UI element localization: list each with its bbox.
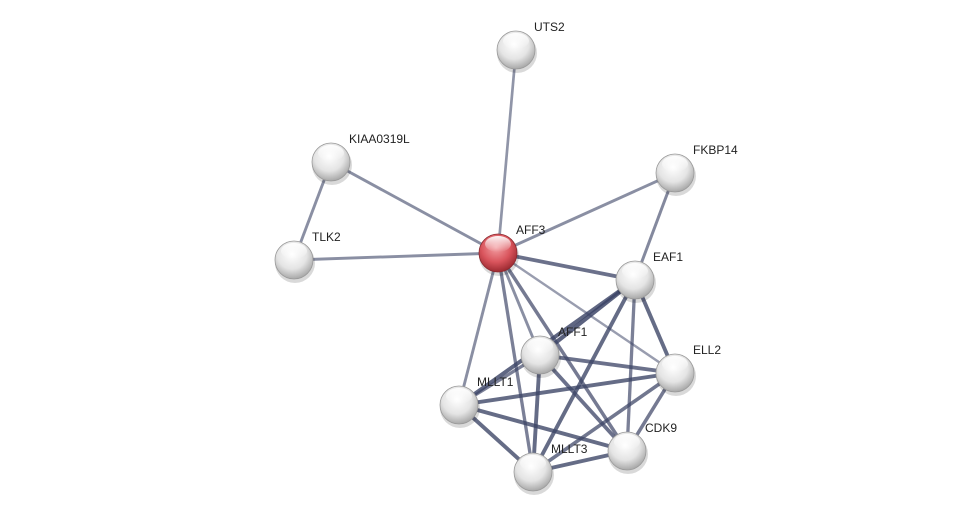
edge-aff1-mllt3[interactable] xyxy=(531,354,542,473)
node-label: ELL2 xyxy=(693,343,721,357)
edge-aff3-kiaa0319l[interactable] xyxy=(330,160,499,255)
edge-aff3-fkbp14[interactable] xyxy=(497,171,676,255)
edge-eaf1-mllt3[interactable] xyxy=(531,279,637,473)
edge-aff3-uts2[interactable] xyxy=(496,49,518,254)
node-label: CDK9 xyxy=(645,421,677,435)
node-tlk2[interactable]: TLK2 xyxy=(274,230,341,283)
node-label: FKBP14 xyxy=(693,143,738,157)
node-label: TLK2 xyxy=(312,230,341,244)
edge-aff1-cdk9[interactable] xyxy=(538,353,629,453)
node-kiaa0319l[interactable]: KIAA0319L xyxy=(311,132,410,185)
edge-aff3-mllt1[interactable] xyxy=(457,252,500,406)
node-cdk9[interactable]: CDK9 xyxy=(607,421,677,474)
node-uts2[interactable]: UTS2 xyxy=(496,20,565,73)
edge-mllt3-ell2[interactable] xyxy=(531,371,677,474)
node-label: UTS2 xyxy=(534,20,565,34)
edge-mllt1-cdk9[interactable] xyxy=(458,403,628,453)
node-mllt1[interactable]: MLLT1 xyxy=(439,375,514,428)
node-aff1[interactable]: AFF1 xyxy=(520,325,588,378)
node-aff3[interactable]: AFF3 xyxy=(478,223,546,276)
node-ell2[interactable]: ELL2 xyxy=(655,343,721,396)
node-label: KIAA0319L xyxy=(349,132,410,146)
node-label: AFF3 xyxy=(516,223,546,237)
edge-aff1-ell2[interactable] xyxy=(539,353,676,375)
node-label: AFF1 xyxy=(558,325,588,339)
node-mllt3[interactable]: MLLT3 xyxy=(513,442,588,495)
edge-aff3-eaf1[interactable] xyxy=(497,251,636,282)
node-eaf1[interactable]: EAF1 xyxy=(615,250,683,303)
node-label: MLLT1 xyxy=(477,375,514,389)
node-label: MLLT3 xyxy=(551,442,588,456)
edge-aff3-cdk9[interactable] xyxy=(496,252,629,452)
edge-mllt1-ell2[interactable] xyxy=(458,371,676,407)
edge-tlk2-aff3[interactable] xyxy=(293,251,499,262)
node-fkbp14[interactable]: FKBP14 xyxy=(655,143,738,196)
node-label: EAF1 xyxy=(653,250,683,264)
